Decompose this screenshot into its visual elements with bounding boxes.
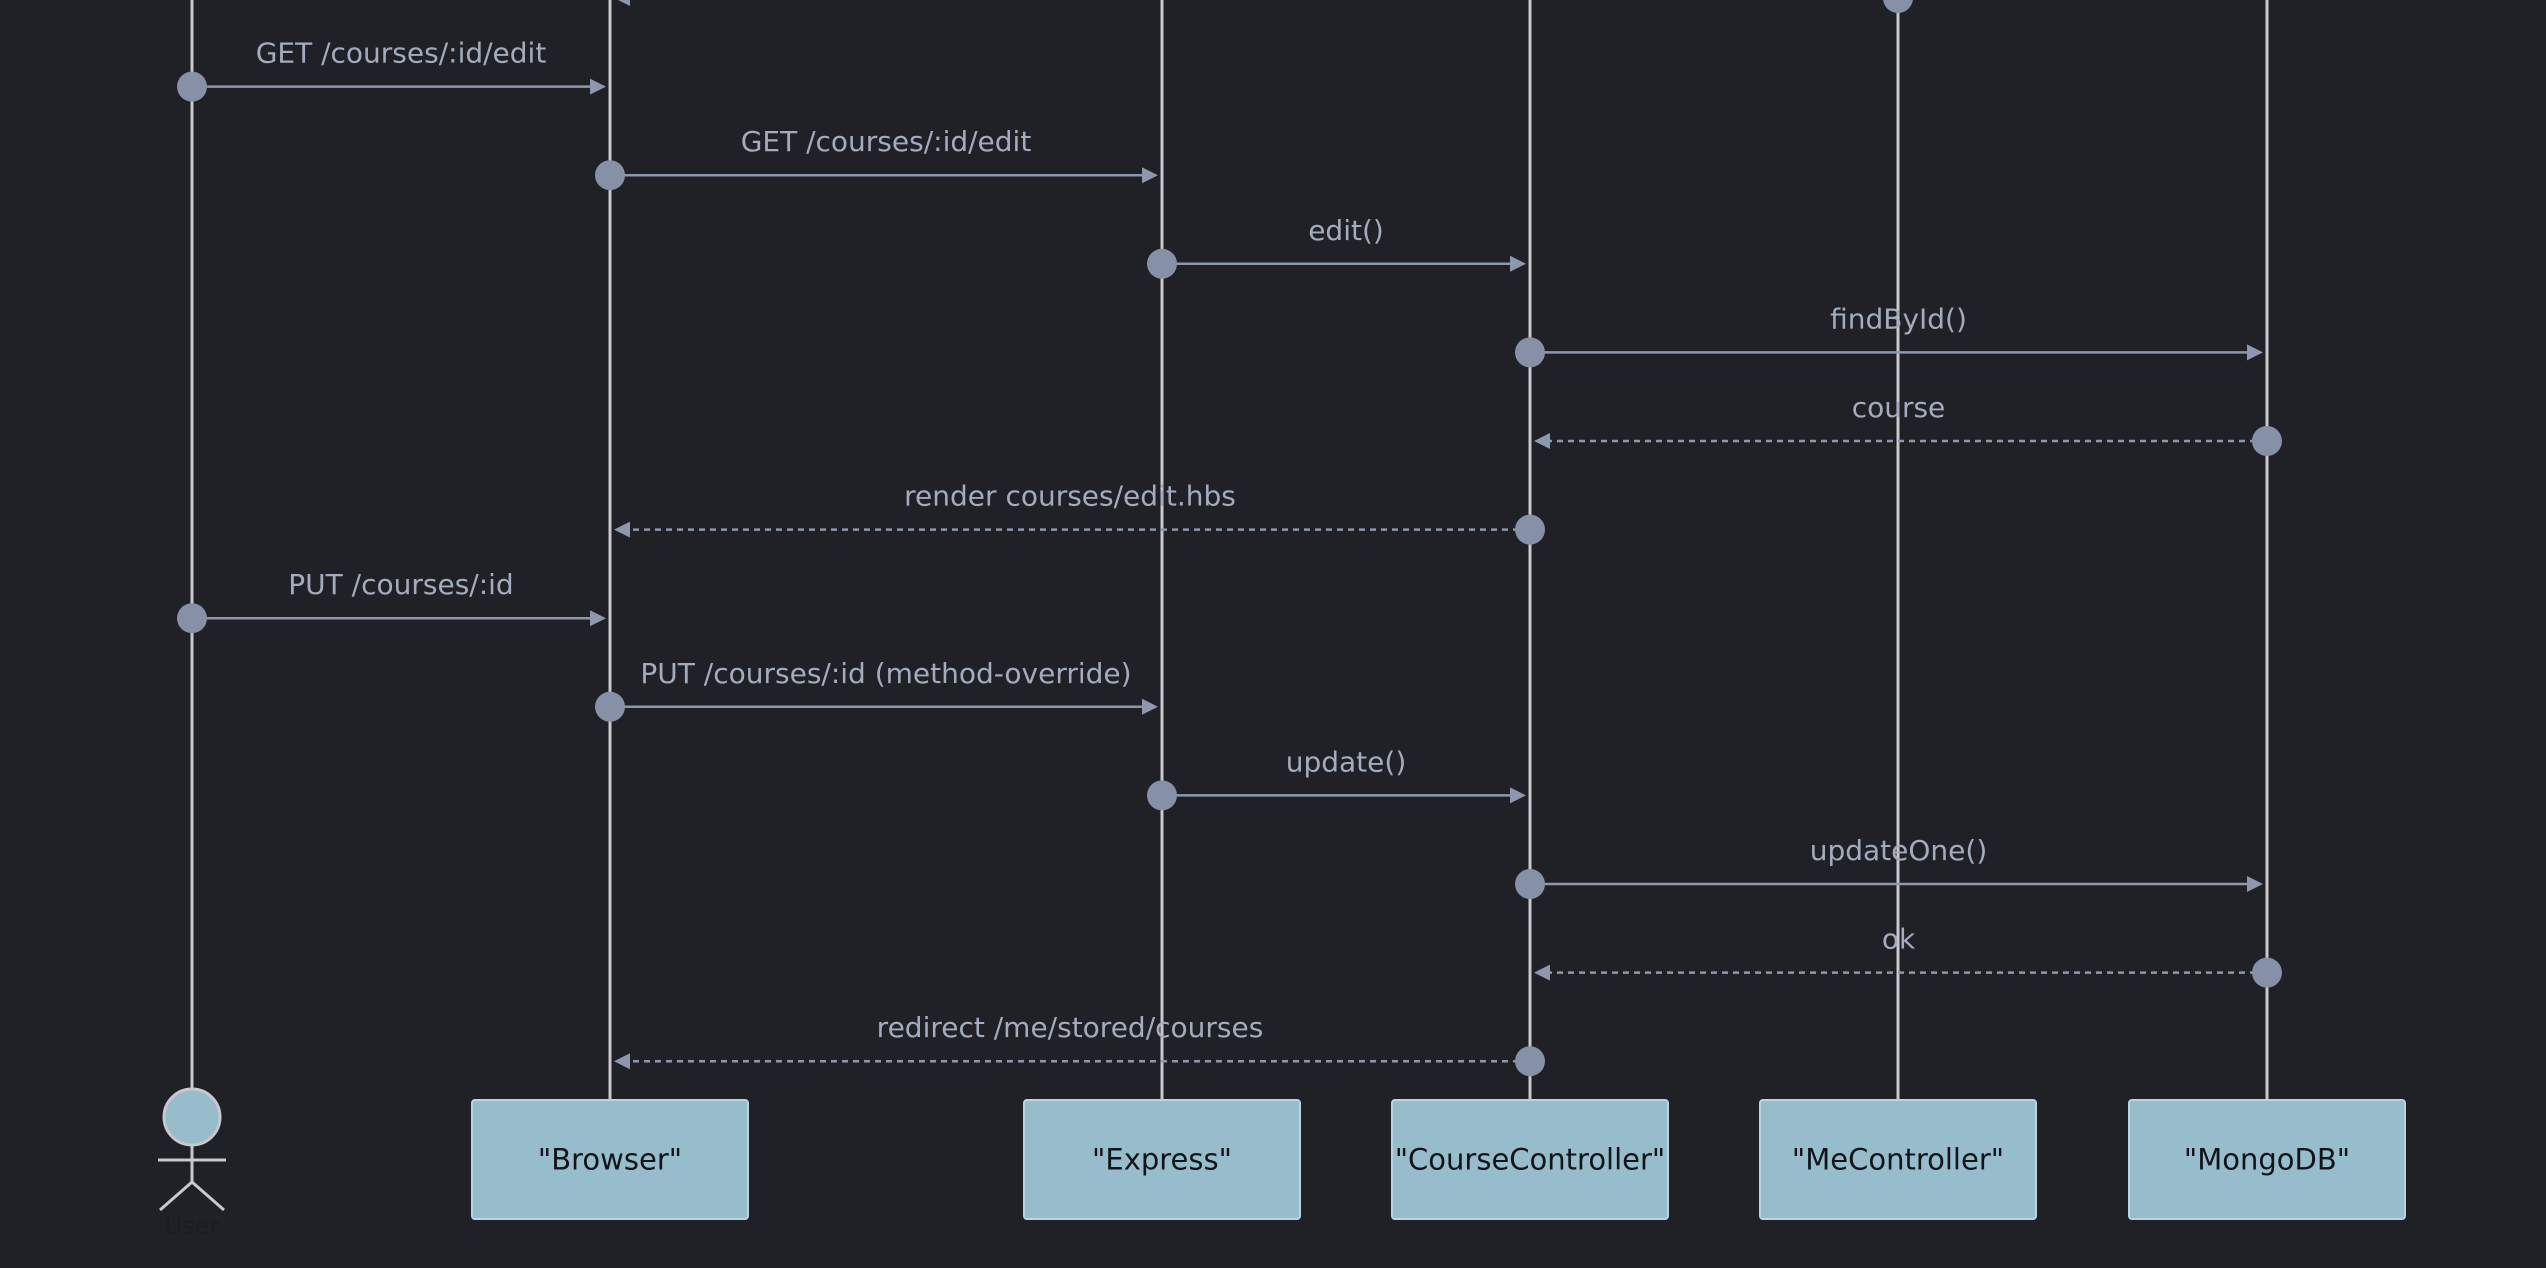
- message-arrowhead: [614, 521, 630, 538]
- message-arrowhead: [590, 78, 606, 95]
- message-label: GET /courses/:id/edit: [741, 125, 1032, 158]
- message-6: render courses/edit.hbs: [614, 480, 1545, 545]
- participant-box: [471, 1099, 749, 1220]
- message-label: findById(): [1830, 302, 1967, 335]
- message-label: render courses/edit.hbs: [904, 480, 1236, 513]
- message-label: course: [1852, 391, 1946, 424]
- message-7: PUT /courses/:id: [177, 568, 606, 634]
- participant-label: "CourseController": [1395, 1143, 1666, 1177]
- message-5: course: [1534, 391, 2282, 456]
- participant-box: [1391, 1099, 1669, 1220]
- message-label: edit(): [1308, 214, 1384, 247]
- actor-head: [162, 1087, 222, 1147]
- message-start-dot: [1515, 1046, 1545, 1077]
- message-label: PUT /courses/:id (method-override): [640, 657, 1131, 690]
- participant-box: [1759, 1099, 2037, 1220]
- message-start-dot: [1883, 0, 1913, 13]
- actor-left-leg: [159, 1180, 193, 1212]
- participant-label: "MeController": [1792, 1143, 2004, 1177]
- message-label: PUT /courses/:id: [288, 568, 513, 601]
- message-9: update(): [1147, 745, 1526, 811]
- message-label: updateOne(): [1810, 834, 1988, 867]
- message-start-dot: [1515, 514, 1545, 545]
- participant-box: [1023, 1099, 1301, 1220]
- message-arrowhead: [2247, 876, 2263, 892]
- message-4: findById(): [1515, 302, 2263, 368]
- actor-user: User: [158, 1087, 226, 1240]
- lifelines: [190, 0, 2269, 1100]
- message-10: updateOne(): [1515, 834, 2263, 899]
- message-11: ok: [1534, 923, 2282, 988]
- actor-label: User: [165, 1212, 220, 1240]
- message-label: ok: [1882, 923, 1916, 956]
- actor-right-leg: [191, 1180, 225, 1212]
- message-start-dot: [177, 603, 207, 634]
- participant-express: "Express": [1023, 1099, 1301, 1220]
- participant-label: "Browser": [538, 1143, 682, 1177]
- message-arrowhead: [614, 1053, 630, 1070]
- participant-mongodb: "MongoDB": [2128, 1099, 2406, 1220]
- participant-me-controller: "MeController": [1759, 1099, 2037, 1220]
- message-arrowhead: [1534, 433, 1550, 449]
- participant-box: [2128, 1099, 2406, 1220]
- message-arrowhead: [1534, 964, 1550, 981]
- message-arrowhead: [2247, 344, 2263, 361]
- participant-boxes: "Browser" "Express" "CourseController" "MeC…: [471, 1099, 2406, 1220]
- message-start-dot: [595, 160, 625, 191]
- message-start-dot: [1147, 248, 1177, 279]
- message-start-dot: [1515, 869, 1545, 899]
- message-1: GET /courses/:id/edit: [177, 37, 606, 102]
- message-3: edit(): [1147, 214, 1526, 279]
- message-start-dot: [2252, 426, 2282, 456]
- message-start-dot: [1147, 780, 1177, 811]
- participant-browser: "Browser": [471, 1099, 749, 1220]
- message-start-dot: [177, 71, 207, 102]
- message-arrowhead: [1142, 167, 1158, 184]
- message-label: GET /courses/:id/edit: [256, 37, 547, 70]
- participant-label: "Express": [1092, 1143, 1232, 1177]
- message-arrowhead: [1510, 787, 1526, 804]
- message-12: redirect /me/stored/courses: [614, 1011, 1545, 1077]
- message-start-dot: [2252, 957, 2282, 988]
- message-8: PUT /courses/:id (method-override): [595, 657, 1158, 722]
- participant-label: "MongoDB": [2184, 1143, 2350, 1177]
- message-start-dot: [595, 691, 625, 722]
- message-start-dot: [1515, 337, 1545, 368]
- message-label: redirect /me/stored/courses: [877, 1011, 1264, 1044]
- message-0: [618, 0, 1913, 13]
- message-arrowhead: [1142, 698, 1158, 715]
- message-2: GET /courses/:id/edit: [595, 125, 1158, 191]
- message-arrowhead: [618, 0, 630, 6]
- participant-course-controller: "CourseController": [1391, 1099, 1669, 1220]
- message-label: update(): [1286, 745, 1407, 778]
- message-arrowhead: [1510, 255, 1526, 272]
- message-arrowhead: [590, 610, 606, 627]
